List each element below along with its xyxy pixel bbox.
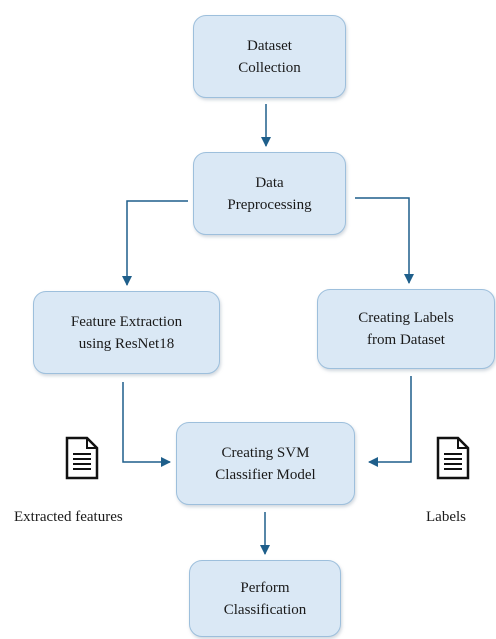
document-icon xyxy=(436,436,470,480)
node-data-preprocessing: Data Preprocessing xyxy=(193,152,346,235)
node-feature-extraction-label: Feature Extraction using ResNet18 xyxy=(70,313,183,352)
arrow-labels-to-svm xyxy=(368,376,412,467)
caption-labels: Labels xyxy=(426,509,466,525)
node-creating-labels-label: Creating Labels from Dataset xyxy=(358,310,454,348)
arrow-preprocessing-to-feature-extraction xyxy=(122,200,188,286)
caption-extracted-features: Extracted features xyxy=(14,509,123,525)
node-data-preprocessing-label: Data Preprocessing xyxy=(227,174,312,213)
node-feature-extraction: Feature Extraction using ResNet18 xyxy=(33,291,220,374)
document-icon xyxy=(65,436,99,480)
node-perform-classification-label: Perform Classification xyxy=(223,579,307,618)
node-creating-labels: Creating Labels from Dataset xyxy=(317,289,495,369)
node-perform-classification: Perform Classification xyxy=(189,560,341,637)
node-dataset-collection: Dataset Collection xyxy=(193,15,346,98)
node-svm-classifier-label: Creating SVM Classifier Model xyxy=(215,444,316,483)
node-svm-classifier: Creating SVM Classifier Model xyxy=(176,422,355,505)
arrow-preprocessing-to-labels xyxy=(355,197,414,284)
node-dataset-collection-label: Dataset Collection xyxy=(238,37,301,76)
arrow-features-to-svm xyxy=(122,382,171,467)
